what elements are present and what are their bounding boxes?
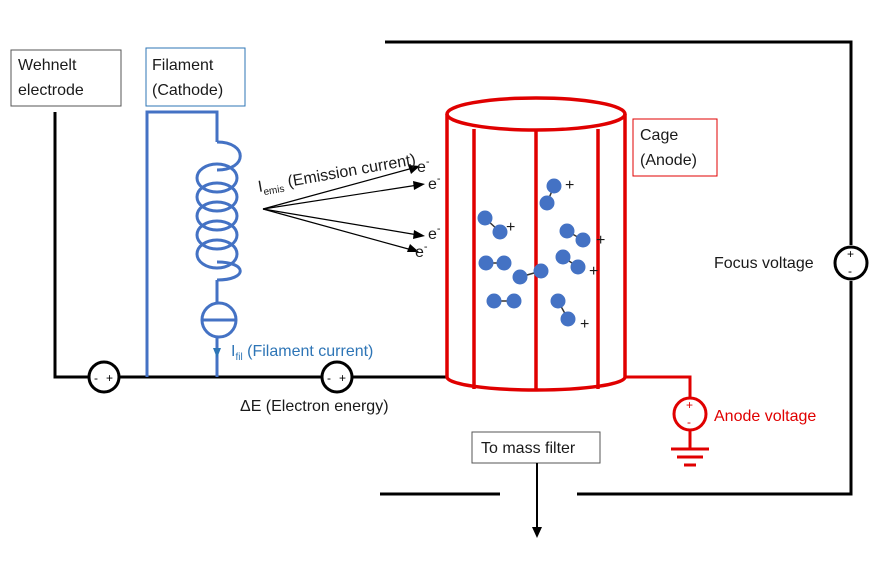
- filament-circuit: [145, 110, 219, 377]
- molecule: +: [550, 293, 589, 333]
- electron-energy-source: - +: [320, 360, 354, 394]
- electron-energy-label: ΔE (Electron energy): [240, 398, 389, 415]
- svg-text:-: -: [94, 371, 98, 385]
- svg-text:Cage: Cage: [640, 127, 678, 144]
- svg-text:+: +: [506, 219, 515, 236]
- emission-arrows: [262, 167, 419, 251]
- electron-label: e-: [415, 241, 428, 261]
- svg-text:Filament: Filament: [152, 57, 214, 74]
- electron-label: e-: [417, 156, 430, 176]
- mass-filter-label: To mass filter: [471, 431, 601, 464]
- electron-label: e-: [428, 173, 441, 193]
- outer-circuit-wires: [53, 40, 853, 496]
- anode-circuit: [625, 375, 692, 448]
- molecule: [478, 255, 512, 271]
- molecule: +: [559, 223, 605, 249]
- molecule: [486, 293, 522, 309]
- svg-text:+: +: [686, 398, 693, 412]
- svg-text:Wehnelt: Wehnelt: [18, 57, 77, 74]
- filament-current-arrow: [213, 348, 221, 358]
- wehnelt-electrode-label: Wehnelt electrode: [10, 49, 122, 107]
- mass-filter-arrowhead: [532, 527, 542, 538]
- molecule: +: [477, 210, 515, 240]
- svg-text:To mass filter: To mass filter: [481, 440, 576, 457]
- svg-text:+: +: [589, 263, 598, 280]
- svg-text:(Anode): (Anode): [640, 152, 697, 169]
- filament-current-label: Ifil (Filament current): [231, 343, 373, 363]
- svg-text:(Cathode): (Cathode): [152, 82, 223, 99]
- svg-text:+: +: [339, 371, 346, 385]
- filament-coil: [195, 140, 242, 282]
- focus-voltage-source: + -: [833, 245, 869, 281]
- filament-current-source: [200, 301, 238, 339]
- cage-label: Cage (Anode): [632, 118, 718, 177]
- ground-symbol: [671, 447, 709, 467]
- wehnelt-voltage-source: - +: [87, 360, 121, 394]
- svg-text:-: -: [687, 415, 691, 429]
- filament-label: Filament (Cathode): [145, 47, 246, 107]
- emission-current-label: Iemis (Emission current): [257, 151, 418, 198]
- svg-text:+: +: [580, 316, 589, 333]
- anode-voltage-source: + -: [672, 396, 708, 432]
- svg-text:+: +: [847, 247, 854, 261]
- svg-text:-: -: [848, 264, 852, 278]
- molecule: +: [539, 177, 574, 211]
- focus-voltage-label: Focus voltage: [714, 255, 814, 272]
- anode-voltage-label: Anode voltage: [714, 408, 816, 425]
- svg-text:electrode: electrode: [18, 82, 84, 99]
- emission-arrowheads: [407, 165, 425, 252]
- molecule: +: [555, 249, 598, 280]
- molecule: [512, 263, 549, 285]
- cage-cylinder: [445, 96, 627, 392]
- svg-text:+: +: [565, 177, 574, 194]
- ionized-molecules: + + +: [477, 177, 605, 333]
- svg-text:-: -: [327, 371, 331, 385]
- svg-text:+: +: [106, 371, 113, 385]
- electron-label: e-: [428, 223, 441, 243]
- svg-text:+: +: [596, 232, 605, 249]
